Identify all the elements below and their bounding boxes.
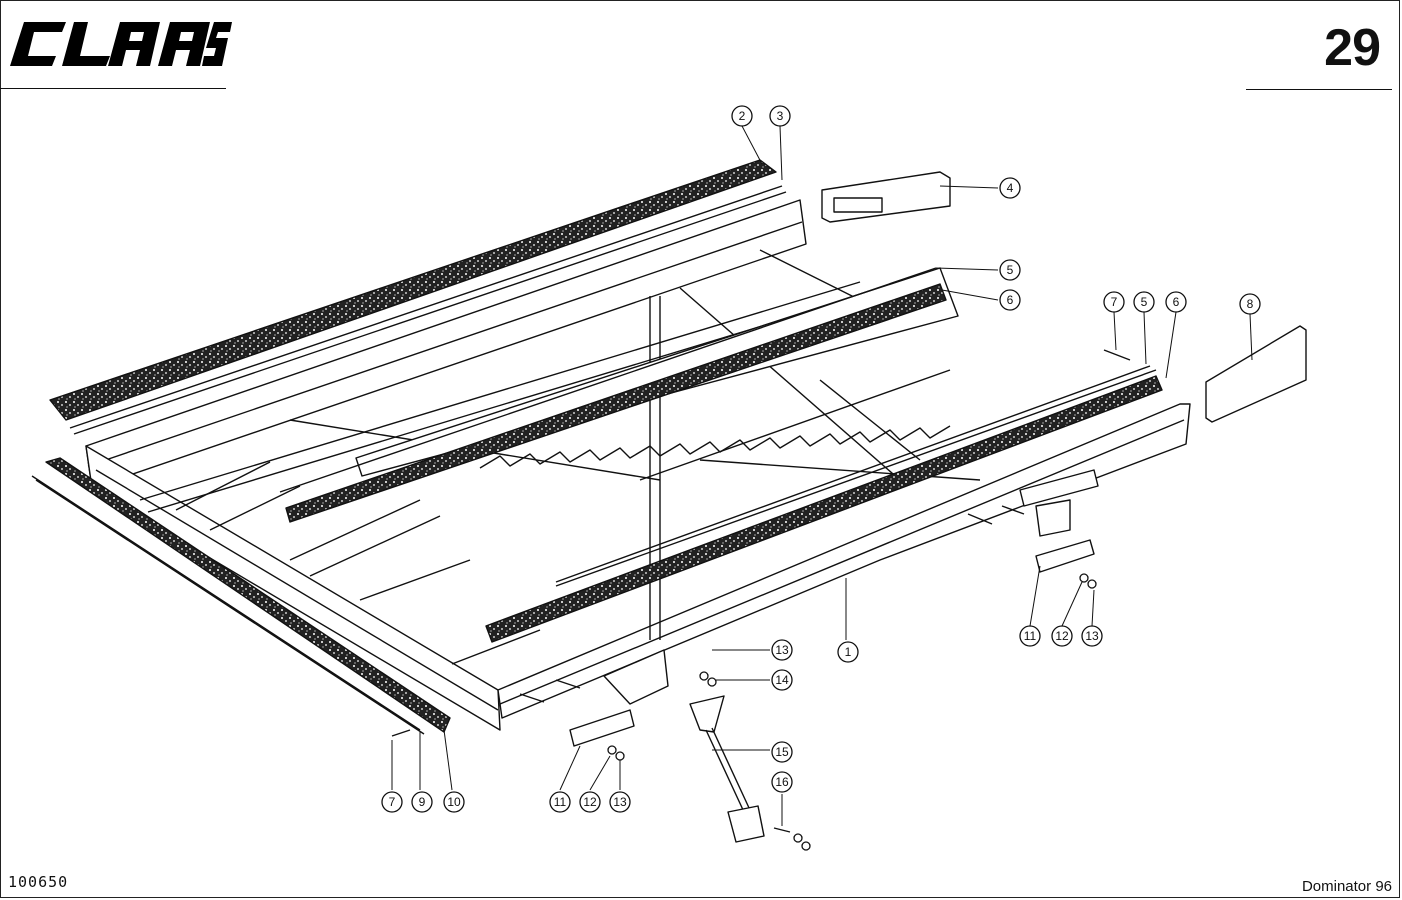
svg-text:11: 11 [554,795,567,809]
callout-12-left: 12 [579,791,601,813]
callout-5-right: 5 [1133,291,1155,313]
header-rule-left [0,88,226,89]
svg-text:13: 13 [775,643,789,657]
callout-16: 16 [771,771,793,793]
svg-text:9: 9 [419,795,426,809]
model-name: Dominator 96 [1301,878,1392,895]
svg-text:15: 15 [775,745,789,759]
seal-strip-center [285,283,947,523]
svg-text:3: 3 [777,109,784,123]
callout-8: 8 [1239,293,1261,315]
seal-strip-left [45,457,451,733]
bolt-7-left [391,729,411,737]
callout-11-left: 11 [549,791,571,813]
callout-6-right: 6 [1165,291,1187,313]
callout-7-left: 7 [381,791,403,813]
link-15-top [689,695,725,733]
svg-text:1: 1 [845,645,852,659]
callout-5: 5 [999,259,1021,281]
brand-logo [10,22,232,66]
block-11-left [569,709,635,747]
seal-strip-right [485,375,1163,643]
callout-3: 3 [769,105,791,127]
plate-4 [821,171,951,223]
flat-strip-top [69,185,783,429]
callout-11-right: 11 [1019,625,1041,647]
flat-strip-left [31,475,421,731]
drawing-id: 100650 [8,873,69,891]
svg-text:6: 6 [1173,295,1180,309]
center-rail [355,267,959,477]
callout-12-right: 12 [1051,625,1073,647]
svg-text:12: 12 [583,795,597,809]
seal-strip-top [49,159,777,421]
bracket-left [603,649,669,705]
callout-4: 4 [999,177,1021,199]
page-number: 29 [1324,19,1381,77]
callout-1: 1 [837,641,859,663]
svg-text:12: 12 [1055,629,1069,643]
callout-10: 10 [443,791,465,813]
svg-text:2: 2 [739,109,746,123]
svg-text:10: 10 [447,795,461,809]
svg-text:7: 7 [1111,295,1118,309]
callout-15: 15 [771,741,793,763]
svg-text:5: 5 [1141,295,1148,309]
svg-text:13: 13 [613,795,627,809]
callout-14: 14 [771,669,793,691]
svg-text:6: 6 [1007,293,1014,307]
svg-text:14: 14 [775,673,789,687]
callout-6: 6 [999,289,1021,311]
svg-text:11: 11 [1024,629,1037,643]
header-rule-right [1246,89,1392,90]
svg-text:13: 13 [1085,629,1099,643]
svg-text:4: 4 [1007,181,1014,195]
callout-13-left: 13 [609,791,631,813]
svg-text:7: 7 [389,795,396,809]
bolt-16 [773,827,791,833]
plate-8 [1205,325,1307,423]
bolt-7-right [1103,349,1131,361]
block-11-right [1035,539,1095,573]
svg-text:5: 5 [1007,263,1014,277]
callout-7-right: 7 [1103,291,1125,313]
link-15-bottom [727,805,765,843]
bracket-right [1019,469,1099,507]
svg-text:8: 8 [1247,297,1254,311]
callout-9: 9 [411,791,433,813]
callout-2: 2 [731,105,753,127]
svg-text:16: 16 [775,775,789,789]
callout-13-right: 13 [1081,625,1103,647]
callout-13-mid: 13 [771,639,793,661]
